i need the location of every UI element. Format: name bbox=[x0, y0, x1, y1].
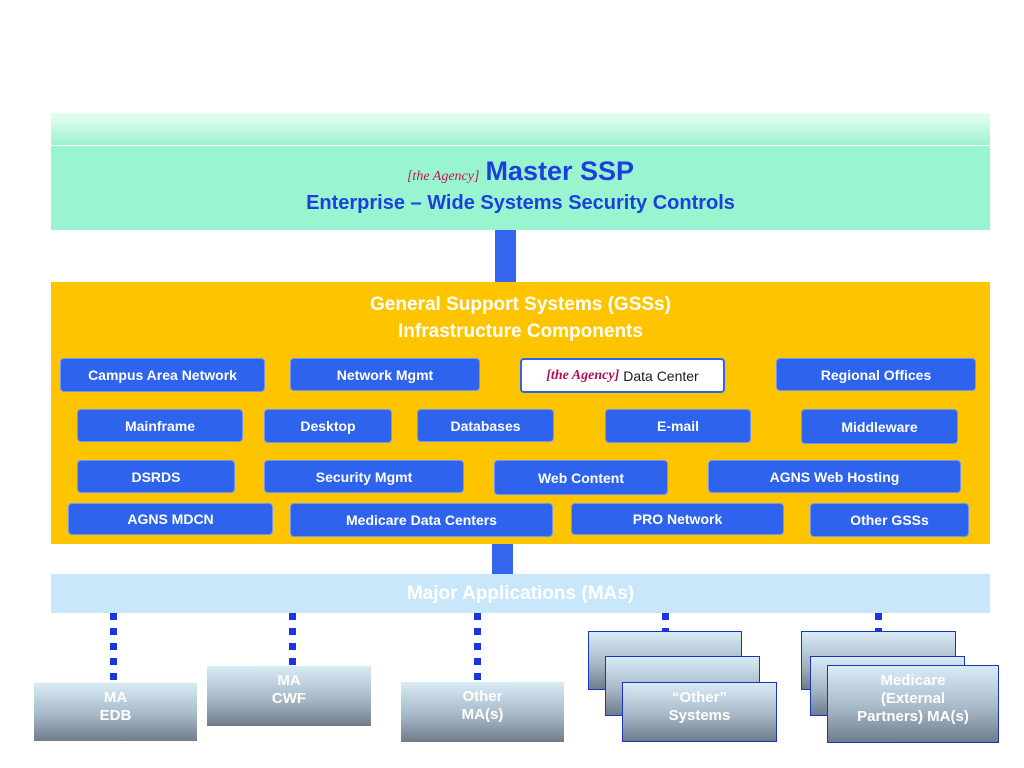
dsrds-box: DSRDS bbox=[77, 460, 235, 493]
ssp-title-line: [the Agency] Master SSP bbox=[51, 156, 990, 187]
data-center-box: [the Agency]Data Center bbox=[520, 358, 725, 393]
ma-edb-line1: MA bbox=[103, 689, 128, 706]
campus-area-network-box: Campus Area Network bbox=[60, 358, 265, 392]
dotted-connector-other-ma bbox=[474, 613, 481, 682]
dotted-connector-other-systems bbox=[662, 613, 669, 631]
security-mgmt-box: Security Mgmt bbox=[264, 460, 464, 493]
other-ma-line2: MA(s) bbox=[461, 706, 504, 723]
master-ssp-band: [the Agency] Master SSP Enterprise – Wide… bbox=[51, 146, 990, 230]
agns-mdcn-box: AGNS MDCN bbox=[68, 503, 273, 535]
dotted-connector-cwf bbox=[289, 613, 296, 666]
ma-cwf-line1: MA bbox=[277, 672, 301, 689]
ssp-gss-connector bbox=[495, 230, 516, 282]
page-subtitle: Enterprise – Wide Systems Security Contr… bbox=[306, 192, 735, 214]
medicare-line1: Medicare bbox=[880, 672, 946, 689]
medicare-line3: Partners) MA(s) bbox=[857, 708, 969, 725]
other-systems-line2: Systems bbox=[668, 707, 731, 724]
ma-edb-line2: EDB bbox=[99, 707, 132, 724]
page-title: Master SSP bbox=[485, 156, 635, 186]
agency-placeholder-tag: [the Agency] bbox=[406, 169, 480, 184]
mainframe-box: Mainframe bbox=[77, 409, 243, 442]
gss-title-line2: Infrastructure Components bbox=[398, 321, 643, 342]
other-gsss-box: Other GSSs bbox=[810, 503, 969, 537]
agns-web-hosting-box: AGNS Web Hosting bbox=[708, 460, 961, 493]
medicare-data-centers-box: Medicare Data Centers bbox=[290, 503, 553, 537]
dotted-connector-medicare bbox=[875, 613, 882, 631]
dotted-connector-edb bbox=[110, 613, 117, 683]
gss-panel: General Support Systems (GSSs) Infrastru… bbox=[51, 282, 990, 544]
major-applications-band: Major Applications (MAs) bbox=[51, 574, 990, 613]
email-box: E-mail bbox=[605, 409, 751, 443]
ma-cwf-line2: CWF bbox=[271, 690, 307, 707]
regional-offices-box: Regional Offices bbox=[776, 358, 976, 391]
other-systems-line1: “Other” bbox=[671, 689, 727, 706]
databases-box: Databases bbox=[417, 409, 554, 442]
desktop-box: Desktop bbox=[264, 409, 392, 443]
ma-title: Major Applications (MAs) bbox=[406, 583, 635, 604]
top-gradient-strip bbox=[51, 113, 990, 145]
web-content-box: Web Content bbox=[494, 460, 668, 495]
medicare-card-front: Medicare (External Partners) MA(s) bbox=[827, 665, 999, 743]
network-mgmt-box: Network Mgmt bbox=[290, 358, 480, 391]
other-systems-card-front: “Other”Systems bbox=[622, 682, 777, 742]
data-center-agency-tag: [the Agency] bbox=[546, 367, 620, 383]
other-ma-line1: Other bbox=[462, 688, 503, 705]
gss-title-line1: General Support Systems (GSSs) bbox=[370, 294, 671, 315]
data-center-label: Data Center bbox=[623, 367, 699, 384]
pro-network-box: PRO Network bbox=[571, 503, 784, 535]
gss-ma-connector bbox=[492, 544, 513, 574]
medicare-line2: (External bbox=[880, 690, 946, 707]
gss-title: General Support Systems (GSSs) Infrastru… bbox=[51, 291, 990, 345]
middleware-box: Middleware bbox=[801, 409, 958, 444]
